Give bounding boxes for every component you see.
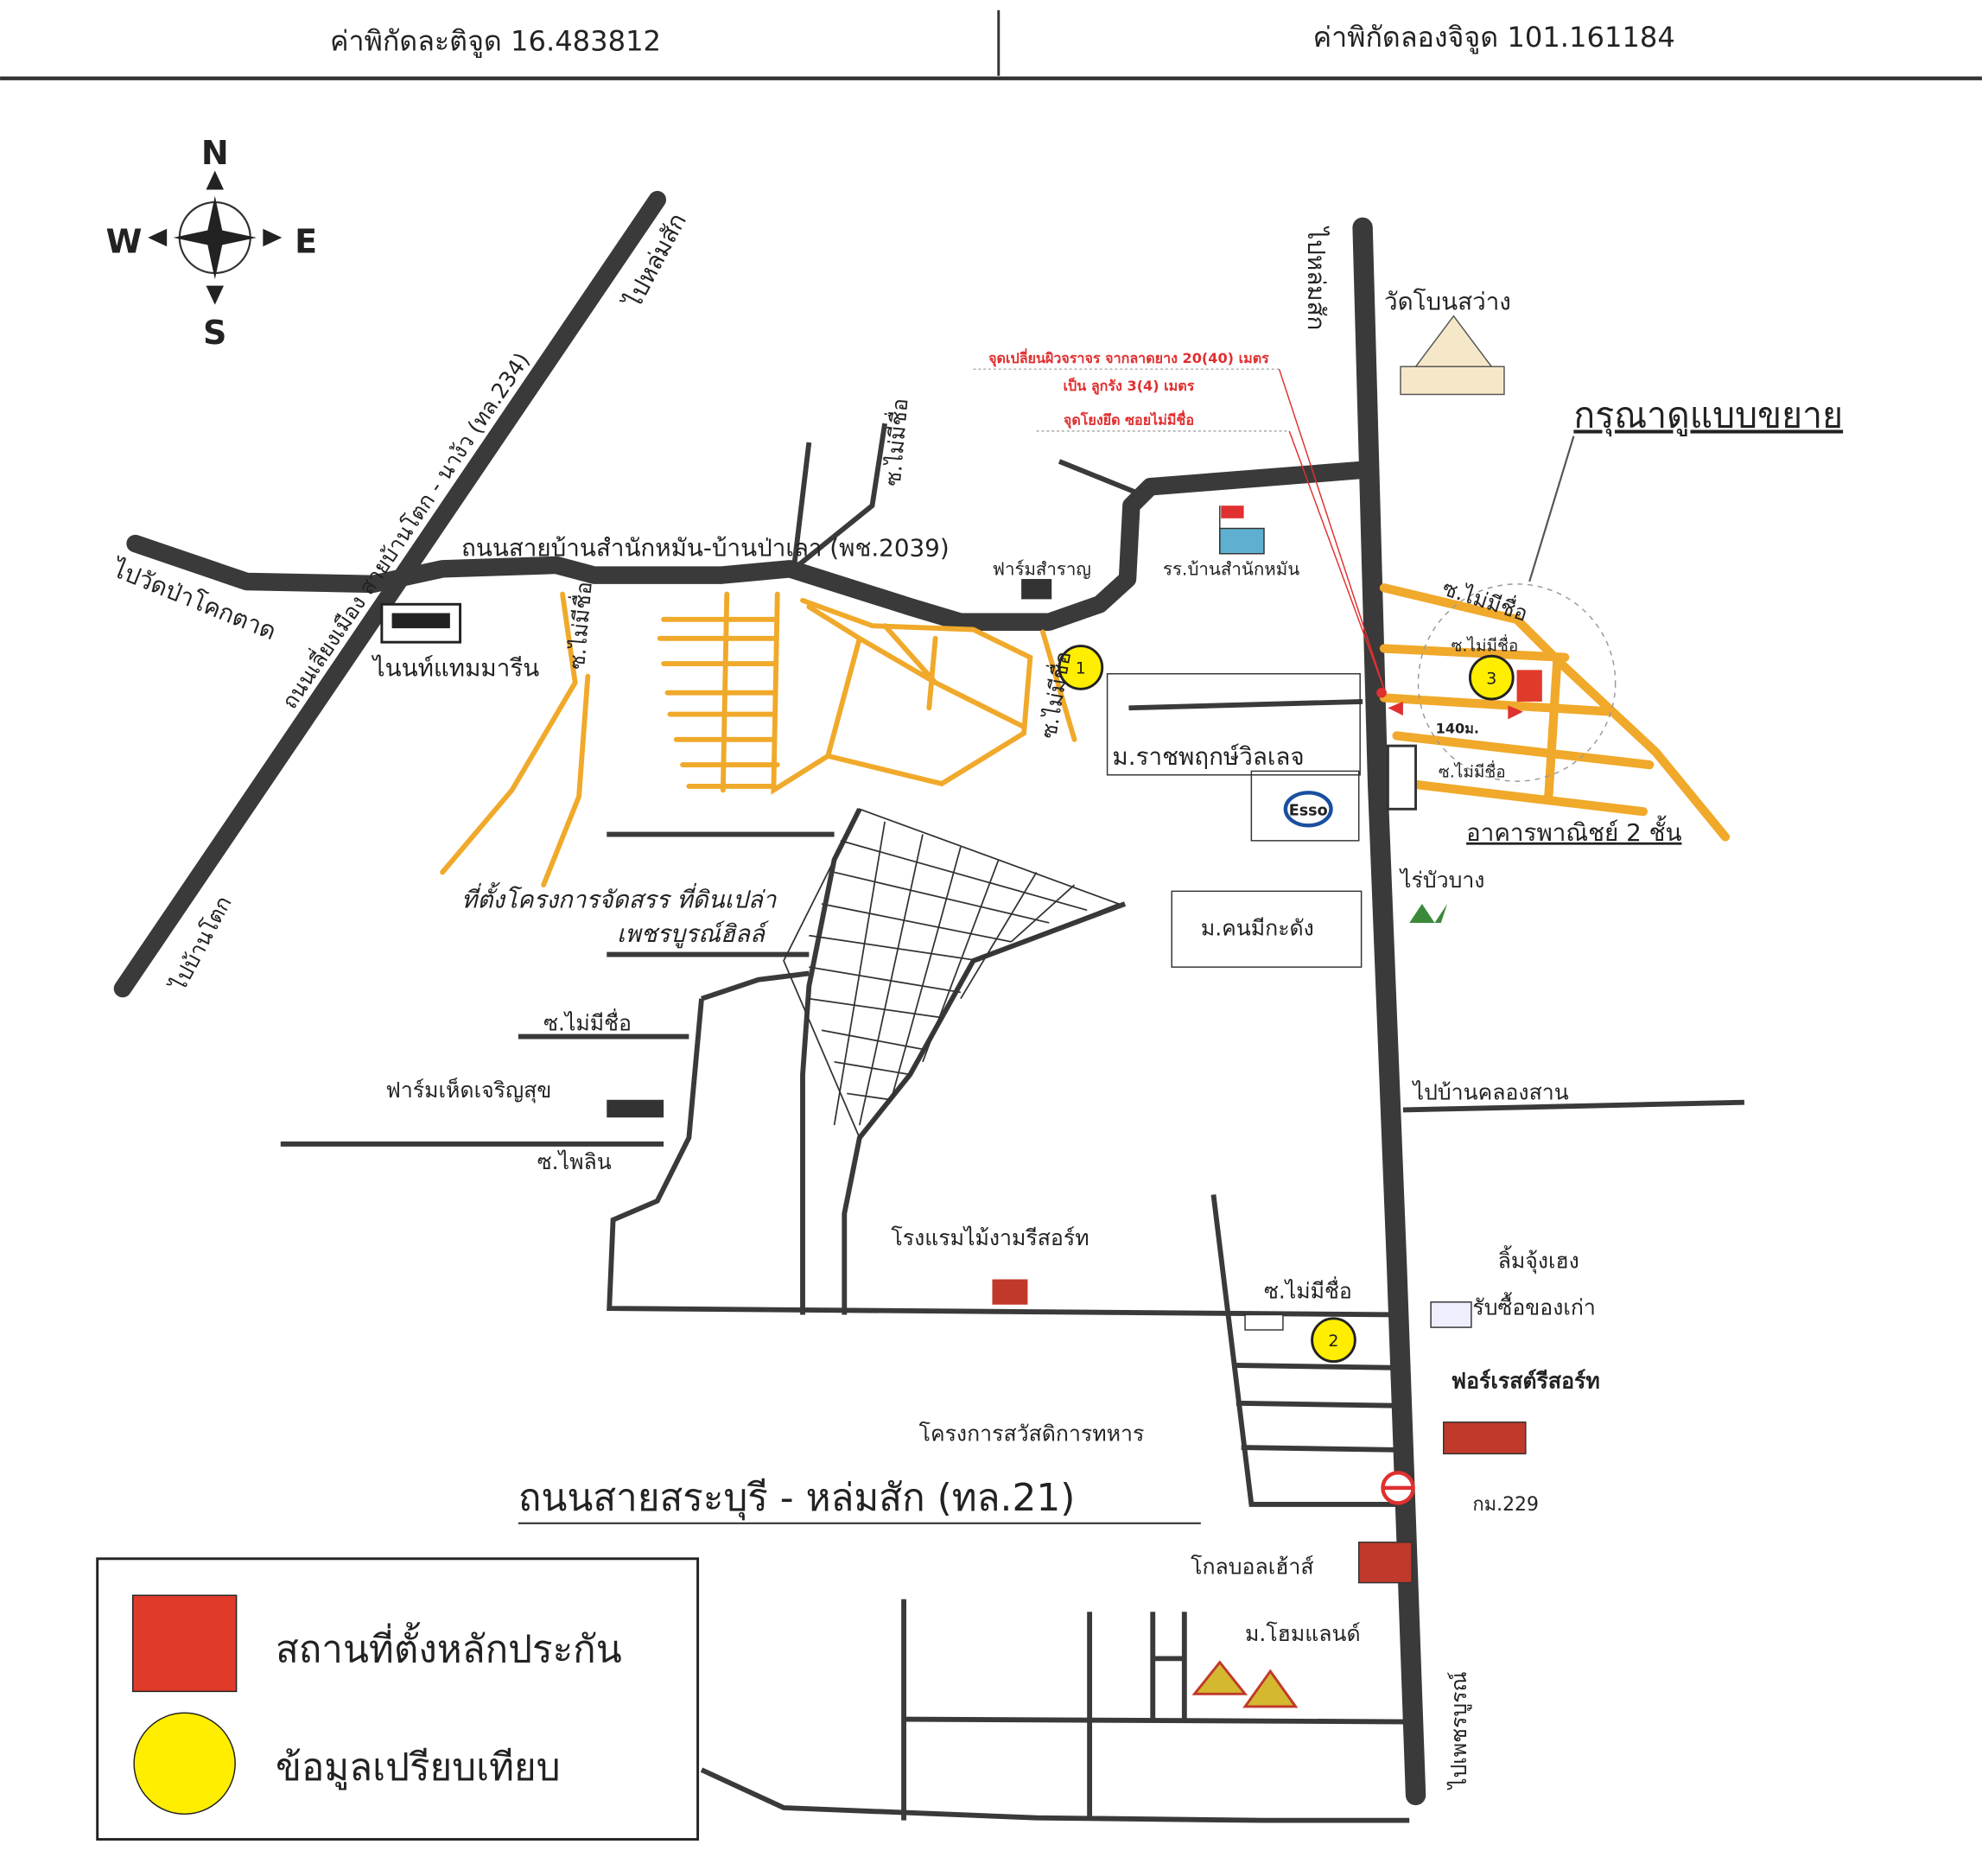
label-school: รร.บ้านสำนักหมัน — [1163, 559, 1299, 580]
label-welfare-project: โครงการสวัสดิการทหาร — [919, 1421, 1145, 1447]
roads — [113, 190, 1744, 1823]
label-forest-resort: ฟอร์เรสต์รีสอร์ท — [1452, 1368, 1600, 1393]
label-mushroom-farm: ฟาร์มเห็ดเจริญสุข — [385, 1077, 551, 1103]
label-wat: วัดโบนสว่าง — [1384, 287, 1511, 315]
temple-icon — [1400, 315, 1505, 396]
soi-roads — [440, 436, 1731, 887]
compass-rose-icon: N E S W — [105, 134, 317, 352]
comparison-marker-2: 2 — [1311, 1317, 1356, 1364]
label-to-khlong-san: ไปบ้านคลองสาน — [1412, 1080, 1569, 1105]
global-house-icon — [1357, 1542, 1413, 1584]
label-nine-marine: ไนนท์แทมมารีน — [372, 654, 540, 683]
label-km229: กม.229 — [1472, 1494, 1539, 1516]
legend-collateral-label: สถานที่ตั้งหลักประกัน — [276, 1622, 622, 1672]
label-soi-2: ซ.ไม่มีชื่อ — [1264, 1275, 1352, 1303]
mushroom-farm-icon — [607, 1099, 664, 1118]
school-icon — [1219, 506, 1265, 555]
label-soi-phailin: ซ.ไพลิน — [537, 1149, 612, 1174]
coordinate-header: ค่าพิกัดละติจูด 16.483812 ค่าพิกัดลองจิจ… — [0, 10, 1982, 80]
village-khonmikadang-box — [1171, 890, 1363, 968]
highway-21 — [1352, 217, 1426, 1806]
label-home-land: ม.โฮมแลนด์ — [1245, 1621, 1361, 1646]
soi-marker1-segment — [1040, 629, 1077, 742]
esso-logo: Esso — [1250, 770, 1360, 842]
label-antique-buyer: รับซื้อของเก่า — [1472, 1292, 1596, 1320]
label-to-lomsak-diag: ไปหล่มสัก — [618, 208, 692, 314]
label-to-phetchabun: ไปเพชรบูรณ์ — [1446, 1671, 1472, 1790]
km-sign-icon — [1381, 1471, 1415, 1505]
comparison-marker-1: 1 — [1058, 645, 1104, 690]
label-lim-jeng-heng: ลิ้มจุ้งเฮง — [1498, 1245, 1579, 1274]
annotation-line2: เป็น ลูกรัง 3(4) เมตร — [1064, 376, 1195, 396]
collateral-location-marker — [1516, 670, 1542, 702]
label-to-lomsak-vert: ไปหล่มสัก — [1302, 226, 1331, 330]
antique-shop-icon — [1430, 1301, 1472, 1328]
label-soi-3: ซ.ไม่มีชื่อ — [1439, 573, 1532, 626]
svg-text:2: 2 — [1328, 1332, 1338, 1351]
label-rai-buabang: ไร่บัวบาง — [1399, 868, 1484, 893]
legend-comparison-swatch — [133, 1712, 236, 1816]
resort-icon — [1443, 1421, 1527, 1455]
road-surface-annotation: จุดเปลี่ยนผิวจราจร จากลาดยาง 20(40) เมตร… — [973, 348, 1523, 737]
legend-comparison-label: ข้อมูลเปรียบเทียบ — [276, 1746, 561, 1790]
bypass-road-234 — [113, 190, 667, 998]
compass-n: N — [201, 134, 229, 172]
svg-text:Esso: Esso — [1289, 803, 1328, 820]
label-soi-1: ซ.ไม่มีชื่อ — [543, 1008, 632, 1035]
label-village-ratchaphruek: ม.ราชพฤกษ์วิลเลจ — [1112, 742, 1304, 771]
farm-trees-icon — [1409, 904, 1448, 923]
farm-building-icon — [1021, 579, 1052, 600]
label-soi-4: ซ.ไม่มีชื่อ — [1452, 633, 1519, 655]
hotel-icon — [992, 1279, 1028, 1305]
label-hotel: โรงแรมไม้งามรีสอร์ท — [891, 1225, 1089, 1250]
label-farm-samruay: ฟาร์มสำราญ — [992, 559, 1090, 580]
compass-e: E — [295, 223, 317, 261]
label-highway-21: ถนนสายสระบุรี - หล่มสัก (ทล.21) — [518, 1476, 1076, 1521]
commercial-building-icon — [1386, 744, 1418, 811]
legend: สถานที่ตั้งหลักประกัน ข้อมูลเปรียบเทียบ — [96, 1557, 700, 1841]
land-project-grid — [783, 808, 1121, 1140]
label-road-ph2039: ถนนสายบ้านสำนักหมัน-บ้านป่าเลา (พช.2039) — [461, 534, 950, 563]
label-commercial-building: อาคารพาณิชย์ 2 ชั้น — [1466, 816, 1681, 847]
enlarged-area-circle — [1417, 583, 1617, 782]
annotation-line3: จุดโยงยึด ซอยไม่มีชื่อ — [1064, 410, 1194, 429]
label-land-project-2: เพชรบูรณ์ฮิลล์ — [617, 919, 770, 949]
svg-text:3: 3 — [1486, 669, 1496, 688]
welfare-houses-icon — [1244, 1313, 1284, 1331]
home-land-houses-icon — [1191, 1660, 1299, 1708]
label-see-enlarged: กรุณาดูแบบขยาย — [1573, 394, 1843, 436]
road-ph2039 — [126, 461, 1368, 632]
legend-collateral-swatch — [131, 1594, 238, 1693]
label-global-house: โกลบอลเฮ้าส์ — [1191, 1554, 1313, 1579]
annotation-line1: จุดเปลี่ยนผิวจราจร จากลาดยาง 20(40) เมตร — [988, 348, 1269, 367]
comparison-marker-3: 3 — [1468, 654, 1515, 701]
svg-text:1: 1 — [1076, 659, 1086, 678]
compass-s: S — [203, 314, 226, 352]
compass-w: W — [105, 223, 142, 261]
distance-label: 140ม. — [1436, 721, 1479, 737]
village-ratchaphruek-box — [1106, 673, 1361, 776]
label-land-project-1: ที่ตั้งโครงการจัดสรร ที่ดินเปล่า — [461, 881, 778, 913]
latitude-label: ค่าพิกัดละติจูด 16.483812 — [330, 25, 661, 59]
nine-marine-building-icon — [380, 602, 462, 644]
label-village-khonmikadang: ม.คนมีกะดัง — [1201, 916, 1314, 941]
longitude-label: ค่าพิกัดลองจิจูด 101.161184 — [1313, 21, 1675, 54]
label-soi-5: ซ.ไม่มีชื่อ — [1439, 760, 1506, 782]
